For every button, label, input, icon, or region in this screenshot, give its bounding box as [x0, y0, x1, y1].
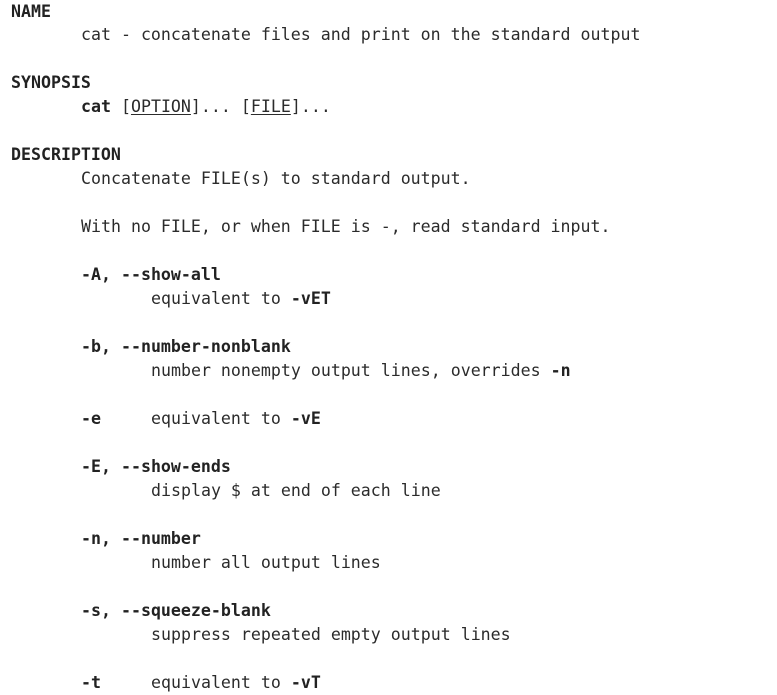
option-short: -s,	[81, 601, 121, 620]
option-description: equivalent to -vET	[151, 287, 331, 311]
option-long: --squeeze-blank	[120, 601, 271, 620]
option-desc-text: number nonempty output lines, overrides	[151, 361, 551, 380]
option-flag: -t	[81, 671, 101, 695]
option-description: number nonempty output lines, overrides …	[151, 359, 571, 383]
option-short: -e	[81, 409, 101, 428]
option-flag: -b, --number-nonblank	[81, 335, 291, 359]
option-long: --number	[120, 529, 201, 548]
option-flag: -E, --show-ends	[81, 455, 231, 479]
name-description: cat - concatenate files and print on the…	[81, 25, 641, 44]
synopsis-command: cat	[81, 97, 111, 116]
synopsis-option-arg: OPTION	[130, 97, 191, 116]
option-desc-text: equivalent to	[151, 289, 291, 308]
option-flag: -A, --show-all	[81, 263, 221, 287]
synopsis-line: cat [OPTION]... [FILE]...	[81, 95, 331, 119]
section-heading-name: NAME	[11, 2, 51, 21]
option-long: --show-ends	[120, 457, 231, 476]
option-flag: -e	[81, 407, 101, 431]
description-paragraph: With no FILE, or when FILE is -, read st…	[81, 217, 611, 236]
option-description: equivalent to -vE	[151, 407, 321, 431]
option-desc-flag: -vT	[290, 673, 321, 692]
option-flag: -s, --squeeze-blank	[81, 599, 271, 623]
synopsis-bracket-open: [	[110, 97, 131, 116]
option-short: -b,	[81, 337, 121, 356]
option-desc-text: equivalent to	[151, 409, 291, 428]
option-desc-flag: -vE	[290, 409, 321, 428]
option-description: equivalent to -vT	[151, 671, 321, 695]
option-description: display $ at end of each line	[151, 481, 441, 500]
option-short: -n,	[81, 529, 121, 548]
option-flag: -n, --number	[81, 527, 201, 551]
option-description: number all output lines	[151, 553, 381, 572]
option-short: -A,	[81, 265, 121, 284]
synopsis-file-arg: FILE	[250, 97, 291, 116]
section-heading-synopsis: SYNOPSIS	[11, 73, 91, 92]
option-desc-flag: -vET	[290, 289, 331, 308]
option-short: -t	[81, 673, 101, 692]
option-long: --number-nonblank	[120, 337, 291, 356]
synopsis-bracket-close: ]...	[290, 97, 331, 116]
option-long: --show-all	[120, 265, 221, 284]
option-desc-text: equivalent to	[151, 673, 291, 692]
section-heading-description: DESCRIPTION	[11, 145, 121, 164]
description-paragraph: Concatenate FILE(s) to standard output.	[81, 169, 471, 188]
option-description: suppress repeated empty output lines	[151, 625, 511, 644]
synopsis-separator: ]... [	[190, 97, 251, 116]
option-short: -E,	[81, 457, 121, 476]
option-desc-flag: -n	[550, 361, 571, 380]
